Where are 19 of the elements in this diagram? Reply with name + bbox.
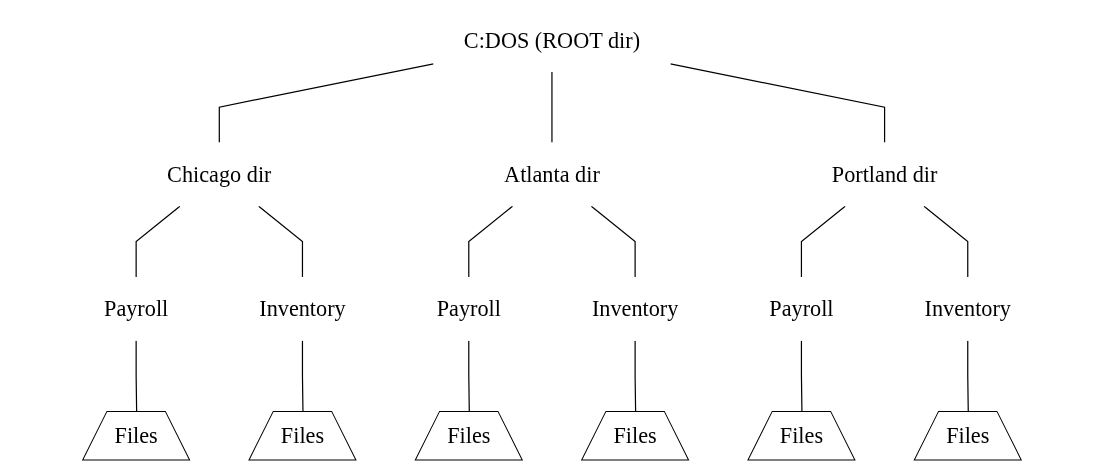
connector bbox=[551, 71, 553, 144]
connector bbox=[669, 63, 886, 144]
node-text: Payroll bbox=[104, 296, 169, 322]
connector bbox=[468, 205, 514, 278]
node-text: Inventory bbox=[924, 296, 1011, 322]
connector bbox=[590, 205, 636, 278]
connector bbox=[923, 205, 969, 278]
node-text: C:DOS (ROOT dir) bbox=[463, 27, 641, 53]
connector bbox=[218, 63, 435, 144]
connector bbox=[135, 205, 181, 278]
node-text: Inventory bbox=[591, 296, 679, 322]
node-text: Payroll bbox=[436, 296, 501, 322]
node-text: Portland dir bbox=[831, 161, 938, 187]
connector bbox=[800, 205, 846, 278]
node-text: Atlanta dir bbox=[504, 161, 600, 187]
node-text: Inventory bbox=[259, 296, 346, 322]
node-text: Payroll bbox=[769, 296, 834, 322]
connector bbox=[258, 205, 304, 278]
node-text: Chicago dir bbox=[167, 161, 272, 187]
